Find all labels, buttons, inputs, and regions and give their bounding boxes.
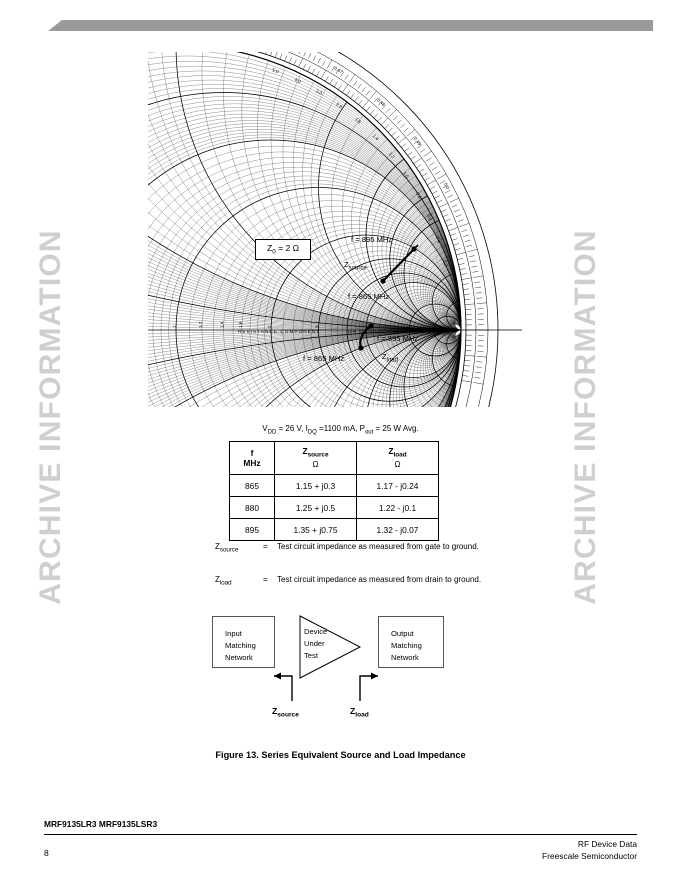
cell-zsource: 1.25 + j0.5 [274, 496, 357, 519]
block-line: Matching [391, 640, 422, 650]
svg-text:0.49: 0.49 [413, 136, 423, 146]
block-line: Matching [225, 640, 256, 650]
page-header-bar [48, 20, 653, 31]
note-zsource-equals: = [263, 542, 268, 551]
cell-zload: 1.17 - j0.24 [356, 474, 439, 497]
svg-text:2: 2 [267, 325, 272, 328]
block-line: Network [391, 652, 419, 662]
note-zsource-symbol: Zsource [215, 542, 239, 554]
diagram-label-zsource: Zsource [272, 706, 299, 719]
figure-caption: Figure 13. Series Equivalent Source and … [215, 750, 466, 760]
svg-text:1.4: 1.4 [372, 133, 380, 141]
svg-text:0.8: 0.8 [415, 191, 423, 199]
chart-trace-zload [358, 323, 374, 351]
note-zload: Zload = Test circuit impedance as measur… [215, 574, 481, 604]
svg-text:5.0: 5.0 [272, 67, 280, 74]
chart-axis-label-resistance: RESISTANCE COMPONENT [238, 329, 320, 334]
chart-z0-box: Z0 = 2 Ω [255, 239, 312, 260]
cell-frequency: 895 [229, 518, 275, 541]
table-header-zsource: Zsource Ω [274, 441, 357, 475]
svg-text:0.4: 0.4 [435, 236, 442, 244]
block-line: Test [304, 650, 318, 660]
cell-zsource: 1.35 + j0.75 [274, 518, 357, 541]
svg-text:1: 1 [172, 325, 177, 328]
cell-zload: 1.32 - j0.07 [356, 518, 439, 541]
chart-annotation-zsource-f895: f = 895 MHz [351, 235, 393, 244]
test-circuit-block-diagram: Input Matching Network Device Under Test… [200, 606, 485, 731]
chart-annotation-zsource-f865: f = 865 MHz [348, 292, 390, 301]
svg-text:0.2: 0.2 [442, 259, 449, 267]
smith-chart: INDUCTIVE REACTANCE COMPONENT OR CAPACIT… [148, 52, 522, 407]
output-matching-network-block: Output Matching Network [378, 616, 444, 668]
chart-axis-label-conductance: OR CONDUCTANCE COMPONENT [348, 329, 449, 334]
cell-frequency: 865 [229, 474, 275, 497]
svg-text:1.6: 1.6 [354, 117, 362, 125]
diagram-label-zload: Zload [350, 706, 369, 719]
note-zsource: Zsource = Test circuit impedance as meas… [215, 541, 479, 571]
table-row: 865 1.15 + j0.3 1.17 - j0.24 [229, 474, 439, 497]
svg-text:1.2: 1.2 [388, 151, 396, 159]
chart-annotation-zload-label: Zload [382, 352, 398, 364]
svg-text:0.0: 0.0 [443, 182, 451, 190]
footer-divider [44, 834, 637, 835]
svg-text:1.4: 1.4 [220, 321, 225, 328]
chart-annotation-zload-f895: f = 895 MHz [377, 334, 419, 343]
device-under-test-label: Device Under Test [304, 626, 327, 661]
note-zsource-text: Test circuit impedance as measured from … [277, 542, 479, 551]
footer-part-numbers: MRF9135LR3 MRF9135LSR3 [44, 819, 158, 829]
svg-text:1.6: 1.6 [238, 321, 243, 328]
svg-text:2.0: 2.0 [335, 102, 343, 110]
table-row: 895 1.35 + j0.75 1.32 - j0.07 [229, 518, 439, 541]
note-zload-text: Test circuit impedance as measured from … [277, 575, 482, 584]
cell-frequency: 880 [229, 496, 275, 519]
smith-chart-graphic: INDUCTIVE REACTANCE COMPONENT OR CAPACIT… [148, 52, 522, 407]
archive-watermark-right: ARCHIVE INFORMATION [568, 229, 602, 605]
table-header-frequency: f MHz [229, 441, 275, 475]
header-bar-slab [48, 20, 653, 31]
footer-right-line1: RF Device Data [577, 839, 637, 849]
svg-text:1.0: 1.0 [402, 171, 410, 179]
table-row: 880 1.25 + j0.5 1.22 - j0.1 [229, 496, 439, 519]
block-line: Input [225, 629, 242, 638]
svg-text:3: 3 [315, 325, 320, 328]
svg-text:4.0: 4.0 [294, 77, 302, 84]
block-line: Device [304, 627, 328, 636]
chart-annotation-zload-f865: f = 865 MHz [303, 354, 345, 363]
impedance-table: f MHz Zsource Ω Zload Ω 865 1.15 + j0.3 … [229, 441, 439, 541]
archive-watermark-left: ARCHIVE INFORMATION [33, 229, 67, 605]
table-caption: VDD = 26 V, IDQ =1100 mA, Pout = 25 W Av… [262, 424, 419, 436]
device-under-test-triangle [299, 615, 362, 679]
input-matching-network-block: Input Matching Network [212, 616, 275, 668]
svg-text:3.0: 3.0 [315, 88, 323, 96]
table-header-row: f MHz Zsource Ω Zload Ω [229, 441, 439, 475]
block-line: Network [225, 652, 253, 662]
block-line: Output [391, 629, 414, 638]
svg-text:0.6: 0.6 [426, 213, 433, 221]
footer-right-line2: Freescale Semiconductor [542, 851, 637, 862]
note-zload-symbol: Zload [215, 575, 232, 587]
svg-text:1.2: 1.2 [198, 321, 203, 328]
table-header-zload: Zload Ω [356, 441, 439, 475]
cell-zsource: 1.15 + j0.3 [274, 474, 357, 497]
footer-publisher: RF Device Data Freescale Semiconductor [337, 838, 637, 862]
svg-text:0.47: 0.47 [333, 66, 344, 75]
note-zload-equals: = [263, 575, 268, 584]
cell-zload: 1.22 - j0.1 [356, 496, 439, 519]
svg-text:0.48: 0.48 [376, 97, 386, 107]
chart-annotation-zsource-label: Zsource [344, 260, 367, 272]
footer-page-number: 8 [44, 848, 49, 858]
block-line: Under [304, 638, 325, 648]
block-diagram-graphics [274, 615, 378, 701]
